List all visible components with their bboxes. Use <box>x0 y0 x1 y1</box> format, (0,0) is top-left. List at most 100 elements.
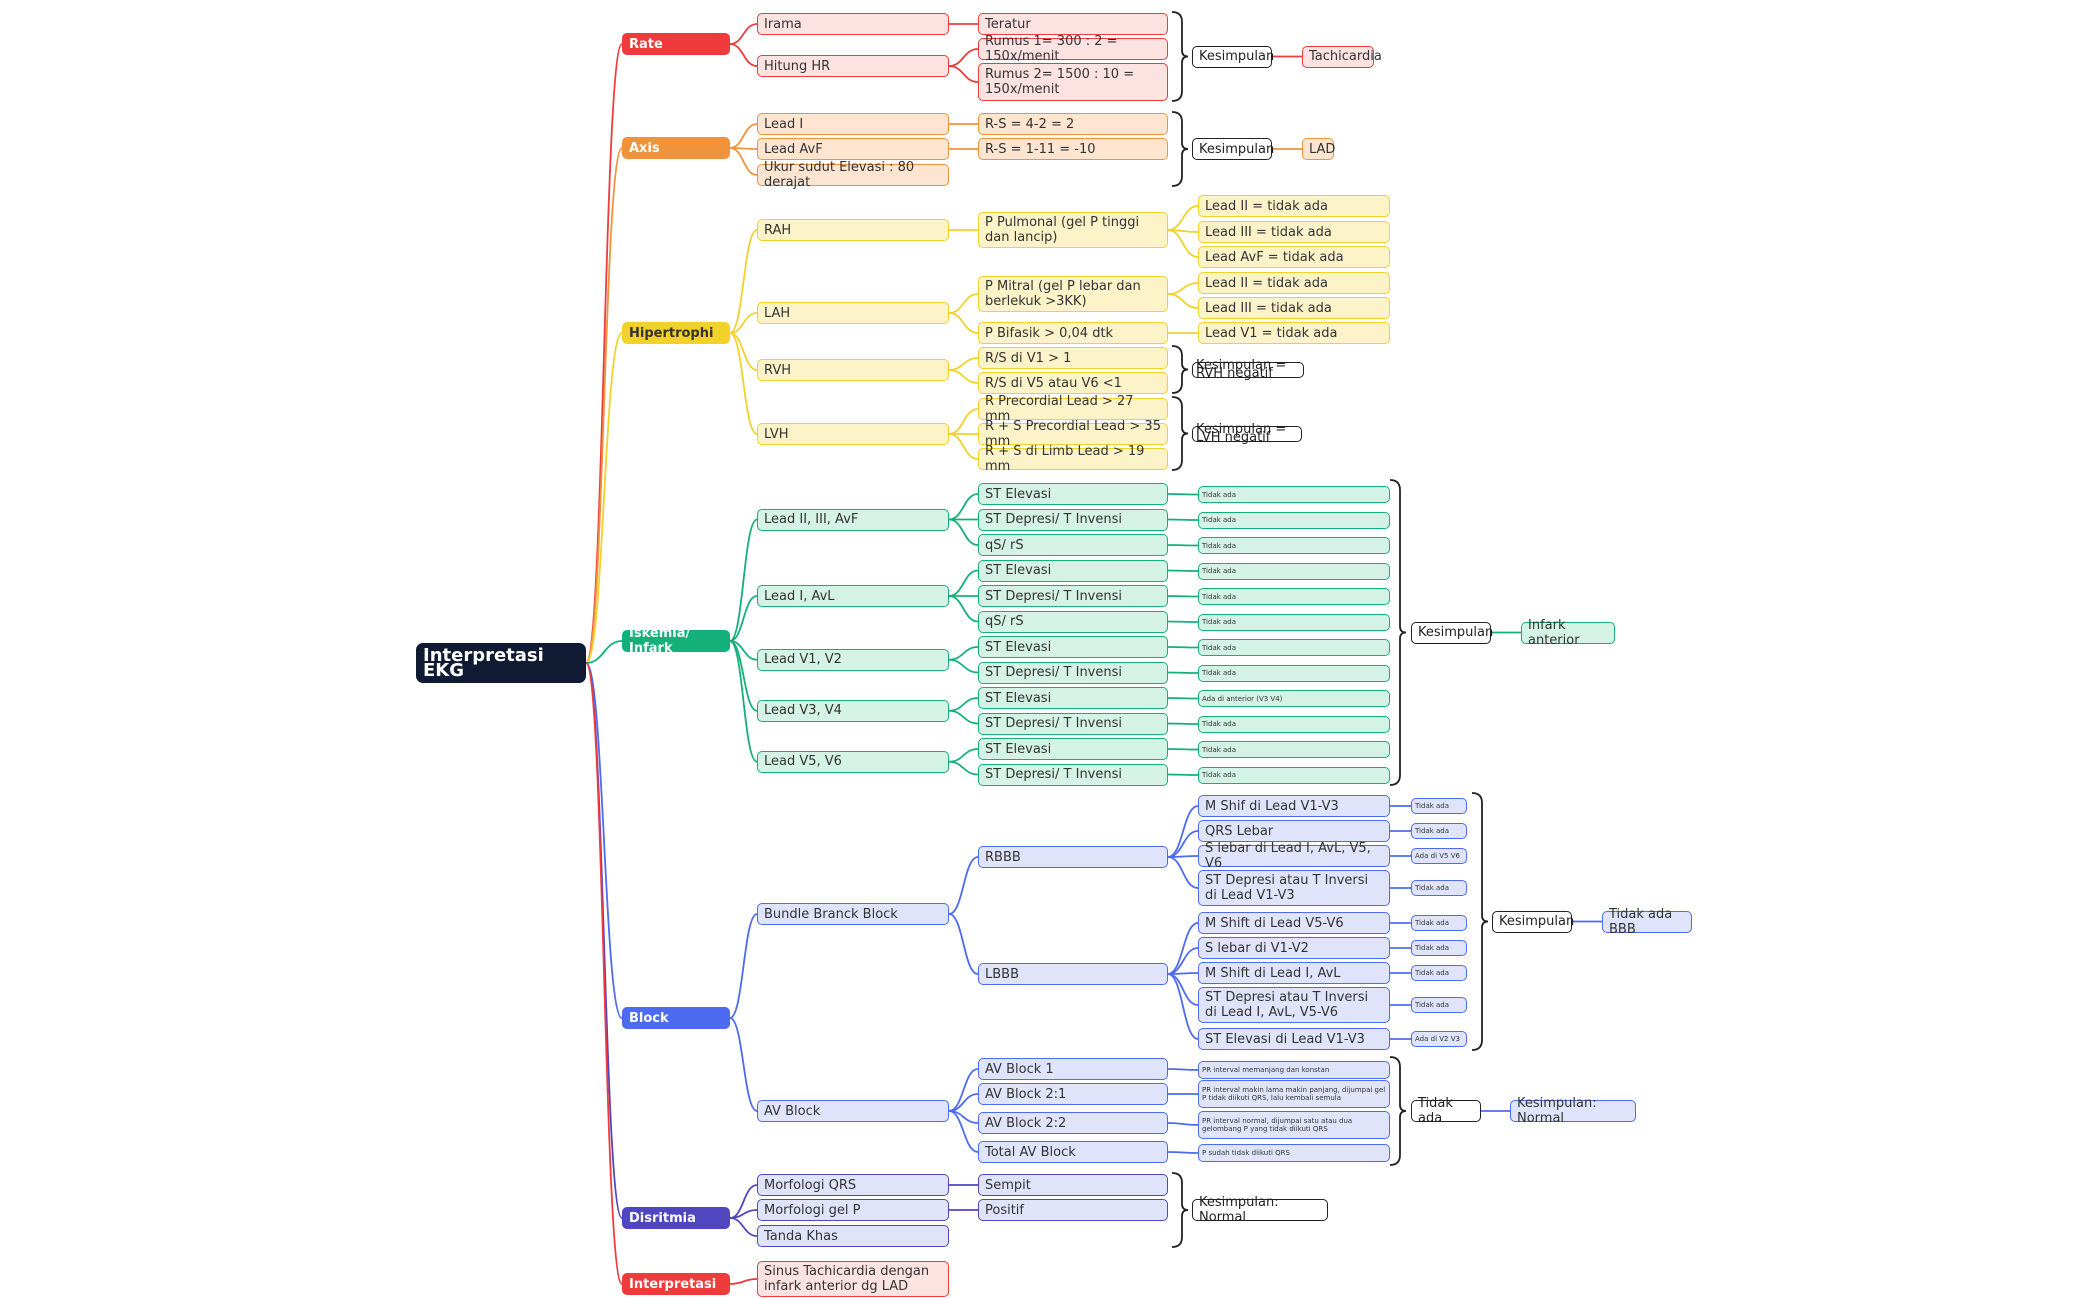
hip-rah-lavf[interactable]: Lead AvF = tidak ada <box>1198 246 1390 268</box>
block-bbb[interactable]: Bundle Branck Block <box>757 903 949 925</box>
branch-hipertrophi[interactable]: Hipertrophi <box>622 322 730 344</box>
iskemia-value-0-0[interactable]: Tidak ada <box>1198 486 1390 503</box>
iskemia-value-1-1[interactable]: Tidak ada <box>1198 588 1390 605</box>
block-rbbb-item-0[interactable]: M Shif di Lead V1-V3 <box>1198 795 1390 817</box>
block-lbbb[interactable]: LBBB <box>978 963 1168 985</box>
iskemia-item-1-2[interactable]: qS/ rS <box>978 610 1168 633</box>
rate-kesimpulan[interactable]: Kesimpulan <box>1192 45 1274 68</box>
branch-iskemia[interactable]: Iskemia/ Infark <box>622 626 730 656</box>
block-rbbb-item-3[interactable]: ST Depresi atau T Inversi di Lead V1-V3 <box>1198 870 1390 906</box>
iskemia-value-1-0[interactable]: Tidak ada <box>1198 562 1390 580</box>
block-lbbb-item-4[interactable]: ST Elevasi di Lead V1-V3 <box>1198 1028 1390 1050</box>
iskemia-value-4-0[interactable]: Tidak ada <box>1198 741 1390 758</box>
block-lbbb-value-2[interactable]: Tidak ada <box>1411 965 1467 981</box>
iskemia-item-0-2[interactable]: qS/ rS <box>978 534 1168 556</box>
block-bbb-kesimpulan[interactable]: Kesimpulan <box>1492 910 1574 933</box>
block-lbbb-value-4[interactable]: Ada di V2 V3 <box>1411 1031 1467 1047</box>
hip-lah[interactable]: LAH <box>757 302 949 324</box>
dis-morfologi-qrs[interactable]: Morfologi QRS <box>757 1174 949 1196</box>
rate-hasil[interactable]: Tachicardia <box>1302 45 1382 68</box>
hip-lah-l2[interactable]: Lead II = tidak ada <box>1198 272 1390 294</box>
branch-rate[interactable]: Rate <box>622 33 730 55</box>
iskemia-value-4-1[interactable]: Tidak ada <box>1198 766 1390 784</box>
axis-lead-i[interactable]: Lead I <box>757 113 949 135</box>
dis-morfologi-p[interactable]: Morfologi gel P <box>757 1199 949 1221</box>
hip-rah-l2[interactable]: Lead II = tidak ada <box>1198 195 1390 217</box>
block-av-item-1[interactable]: AV Block 2:1 <box>978 1083 1168 1105</box>
block-rbbb[interactable]: RBBB <box>978 846 1168 868</box>
hip-rvh-2[interactable]: R/S di V5 atau V6 <1 <box>978 372 1168 394</box>
rate-rumus1[interactable]: Rumus 1= 300 : 2 = 150x/menit <box>978 34 1168 64</box>
hip-lvh-kesimpulan[interactable]: Kesimpulan = LVH negatif <box>1192 423 1302 444</box>
hip-rah[interactable]: RAH <box>757 219 949 241</box>
iskemia-group-4[interactable]: Lead V5, V6 <box>757 750 949 773</box>
iskemia-value-1-2[interactable]: Tidak ada <box>1198 613 1390 631</box>
block-rbbb-value-2[interactable]: Ada di V5 V6 <box>1411 848 1467 864</box>
rate-teratur[interactable]: Teratur <box>978 13 1168 35</box>
iskemia-value-2-1[interactable]: Tidak ada <box>1198 664 1390 682</box>
iskemia-item-4-1[interactable]: ST Depresi/ T Invensi <box>978 763 1168 786</box>
axis-lead-i-value[interactable]: R-S = 4-2 = 2 <box>978 113 1168 135</box>
hip-rah-l3[interactable]: Lead III = tidak ada <box>1198 221 1390 243</box>
block-rbbb-value-0[interactable]: Tidak ada <box>1411 798 1467 814</box>
dis-tanda-khas[interactable]: Tanda Khas <box>757 1225 949 1247</box>
block-av-value-1[interactable]: PR interval makin lama makin panjang, di… <box>1198 1080 1390 1108</box>
axis-hasil[interactable]: LAD <box>1302 138 1335 160</box>
block-lbbb-item-2[interactable]: M Shift di Lead I, AvL <box>1198 962 1390 984</box>
iskemia-item-4-0[interactable]: ST Elevasi <box>978 738 1168 760</box>
branch-interpretasi[interactable]: Interpretasi <box>622 1273 730 1295</box>
branch-axis[interactable]: Axis <box>622 137 730 159</box>
rate-hitung-hr[interactable]: Hitung HR <box>757 55 949 77</box>
iskemia-item-3-0[interactable]: ST Elevasi <box>978 687 1168 709</box>
iskemia-value-0-1[interactable]: Tidak ada <box>1198 511 1390 529</box>
block-av-kesimpulan[interactable]: Tidak ada <box>1411 1096 1481 1126</box>
iskemia-item-3-1[interactable]: ST Depresi/ T Invensi <box>978 712 1168 735</box>
rate-irama[interactable]: Irama <box>757 13 949 35</box>
rate-rumus2[interactable]: Rumus 2= 1500 : 10 = 150x/menit <box>978 63 1168 101</box>
dis-p-value[interactable]: Positif <box>978 1199 1168 1221</box>
dis-qrs-value[interactable]: Sempit <box>978 1174 1168 1196</box>
hip-lvh-1[interactable]: R Precordial Lead > 27 mm <box>978 394 1168 424</box>
branch-block[interactable]: Block <box>622 1007 730 1029</box>
block-av-item-3[interactable]: Total AV Block <box>978 1141 1168 1163</box>
iskemia-group-0[interactable]: Lead II, III, AvF <box>757 508 949 531</box>
iskemia-value-3-0[interactable]: Ada di anterior (V3 V4) <box>1198 690 1390 707</box>
iskemia-group-1[interactable]: Lead I, AvL <box>757 585 949 607</box>
block-lbbb-value-3[interactable]: Tidak ada <box>1411 997 1467 1013</box>
root-node[interactable]: Interpretasi EKG <box>416 643 586 683</box>
axis-sudut[interactable]: Ukur sudut Elevasi : 80 derajat <box>757 160 949 190</box>
iskemia-item-1-1[interactable]: ST Depresi/ T Invensi <box>978 585 1168 607</box>
block-lbbb-item-3[interactable]: ST Depresi atau T Inversi di Lead I, AvL… <box>1198 987 1390 1023</box>
iskemia-item-1-0[interactable]: ST Elevasi <box>978 559 1168 582</box>
block-av-value-0[interactable]: PR interval memanjang dan konstan <box>1198 1061 1390 1079</box>
hip-rah-p-pulmonal[interactable]: P Pulmonal (gel P tinggi dan lancip) <box>978 212 1168 248</box>
iskemia-group-3[interactable]: Lead V3, V4 <box>757 699 949 722</box>
iskemia-kesimpulan[interactable]: Kesimpulan <box>1411 621 1493 644</box>
block-rbbb-value-1[interactable]: Tidak ada <box>1411 823 1467 839</box>
iskemia-value-2-0[interactable]: Tidak ada <box>1198 639 1390 656</box>
hip-lah-v1[interactable]: Lead V1 = tidak ada <box>1198 322 1390 344</box>
block-lbbb-value-1[interactable]: Tidak ada <box>1411 940 1467 956</box>
block-lbbb-item-0[interactable]: M Shift di Lead V5-V6 <box>1198 912 1390 934</box>
hip-lvh-3[interactable]: R + S di Limb Lead > 19 mm <box>978 444 1168 474</box>
iskemia-group-2[interactable]: Lead V1, V2 <box>757 648 949 671</box>
hip-lah-l3[interactable]: Lead III = tidak ada <box>1198 297 1390 319</box>
hip-lvh-2[interactable]: R + S Precordial Lead > 35 mm <box>978 419 1168 449</box>
hip-lah-p-mitral[interactable]: P Mitral (gel P lebar dan berlekuk >3KK) <box>978 276 1168 312</box>
block-rbbb-value-3[interactable]: Tidak ada <box>1411 880 1467 896</box>
iskemia-value-3-1[interactable]: Tidak ada <box>1198 715 1390 733</box>
block-av-value-2[interactable]: PR interval normal, dijumpai satu atau d… <box>1198 1111 1390 1139</box>
block-lbbb-item-1[interactable]: S lebar di V1-V2 <box>1198 937 1390 959</box>
hip-rvh[interactable]: RVH <box>757 359 949 381</box>
axis-lead-avf[interactable]: Lead AvF <box>757 138 949 160</box>
hip-lah-p-bifasik[interactable]: P Bifasik > 0,04 dtk <box>978 322 1168 344</box>
block-bbb-hasil[interactable]: Tidak ada BBB <box>1602 907 1692 937</box>
iskemia-item-2-1[interactable]: ST Depresi/ T Invensi <box>978 661 1168 684</box>
iskemia-item-2-0[interactable]: ST Elevasi <box>978 636 1168 658</box>
branch-disritmia[interactable]: Disritmia <box>622 1207 730 1229</box>
iskemia-value-0-2[interactable]: Tidak ada <box>1198 537 1390 554</box>
block-av[interactable]: AV Block <box>757 1100 949 1122</box>
interpretasi-text[interactable]: Sinus Tachicardia dengan infark anterior… <box>757 1261 949 1297</box>
hip-rvh-kesimpulan[interactable]: Kesimpulan = RVH negatif <box>1192 359 1304 380</box>
block-rbbb-item-2[interactable]: S lebar di Lead I, AvL, V5, V6 <box>1198 841 1390 871</box>
